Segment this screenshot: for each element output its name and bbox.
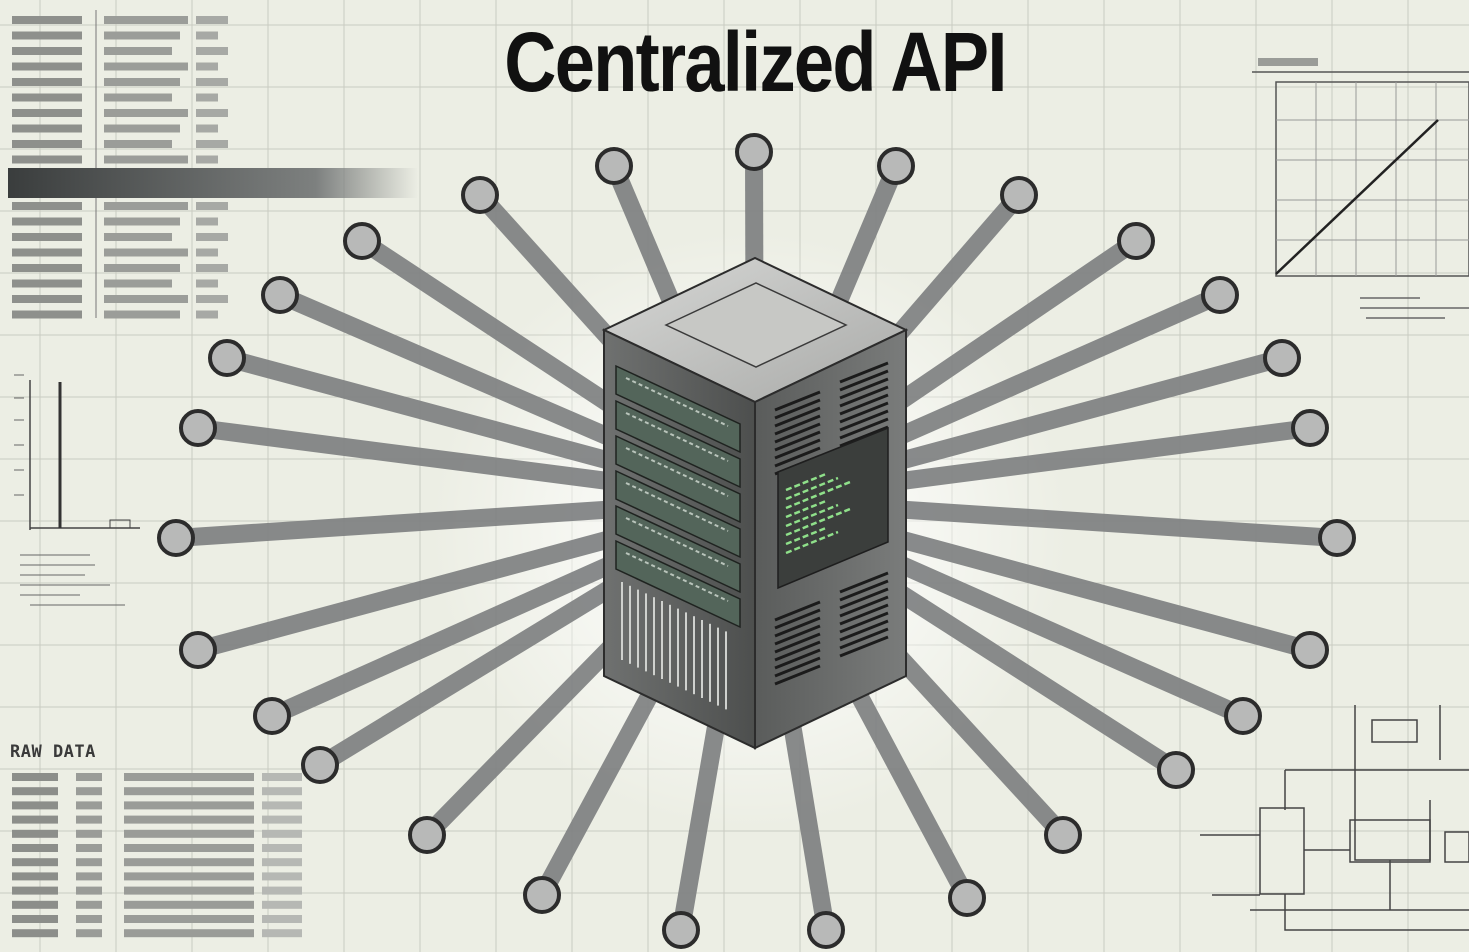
endpoint-node	[662, 911, 700, 949]
spoke-line	[175, 499, 629, 547]
endpoint-node	[1000, 176, 1038, 214]
endpoint-node	[735, 133, 773, 171]
endpoint-node	[461, 176, 499, 214]
endpoint-node	[1263, 339, 1301, 377]
spoke-line	[276, 286, 655, 464]
server-top-panel	[664, 282, 848, 368]
endpoint-node	[261, 276, 299, 314]
raw-data-table	[12, 773, 302, 938]
endpoint-node	[408, 816, 446, 854]
endpoint-node	[1291, 409, 1329, 447]
server-screen-code	[785, 472, 851, 555]
endpoint-node	[301, 746, 339, 784]
mini-chart-right	[1252, 58, 1469, 319]
raw-data-label: RAW DATA	[10, 742, 96, 762]
server-vents	[774, 361, 889, 686]
highlighted-table-row	[8, 168, 418, 198]
endpoint-node	[1224, 697, 1262, 735]
endpoint-node	[208, 339, 246, 377]
server-screen	[777, 426, 889, 590]
endpoint-node	[1044, 816, 1082, 854]
spoke-line	[853, 286, 1224, 464]
spoke-line	[224, 349, 642, 478]
endpoint-node	[157, 519, 195, 557]
endpoint-node	[1318, 519, 1356, 557]
endpoint-node	[948, 879, 986, 917]
endpoint-node	[595, 147, 633, 185]
endpoint-node	[1201, 276, 1239, 314]
spoke-line	[196, 419, 634, 494]
endpoint-node	[1157, 751, 1195, 789]
server-rack	[601, 256, 909, 750]
spoke-line	[874, 524, 1313, 659]
circuit-schematic	[1200, 705, 1469, 931]
spoke-line	[858, 539, 1247, 725]
endpoint-node	[523, 876, 561, 914]
endpoint-node	[1291, 631, 1329, 669]
spoke-line	[868, 349, 1285, 478]
spoke-line	[882, 499, 1338, 547]
endpoint-node	[807, 911, 845, 949]
endpoint-node	[343, 222, 381, 260]
endpoint-node	[1117, 222, 1155, 260]
diagram-title: Centralized API	[504, 15, 1007, 109]
endpoint-node	[179, 409, 217, 447]
endpoint-node	[179, 631, 217, 669]
server-drive-bays	[615, 364, 741, 710]
spoke-line	[315, 550, 664, 773]
spoke-line	[875, 419, 1312, 494]
spoke-line	[195, 524, 635, 659]
endpoint-node	[877, 147, 915, 185]
spoke-line	[268, 539, 653, 725]
left-data-table	[12, 10, 228, 319]
mini-chart-left	[14, 374, 140, 606]
endpoint-node	[253, 697, 291, 735]
